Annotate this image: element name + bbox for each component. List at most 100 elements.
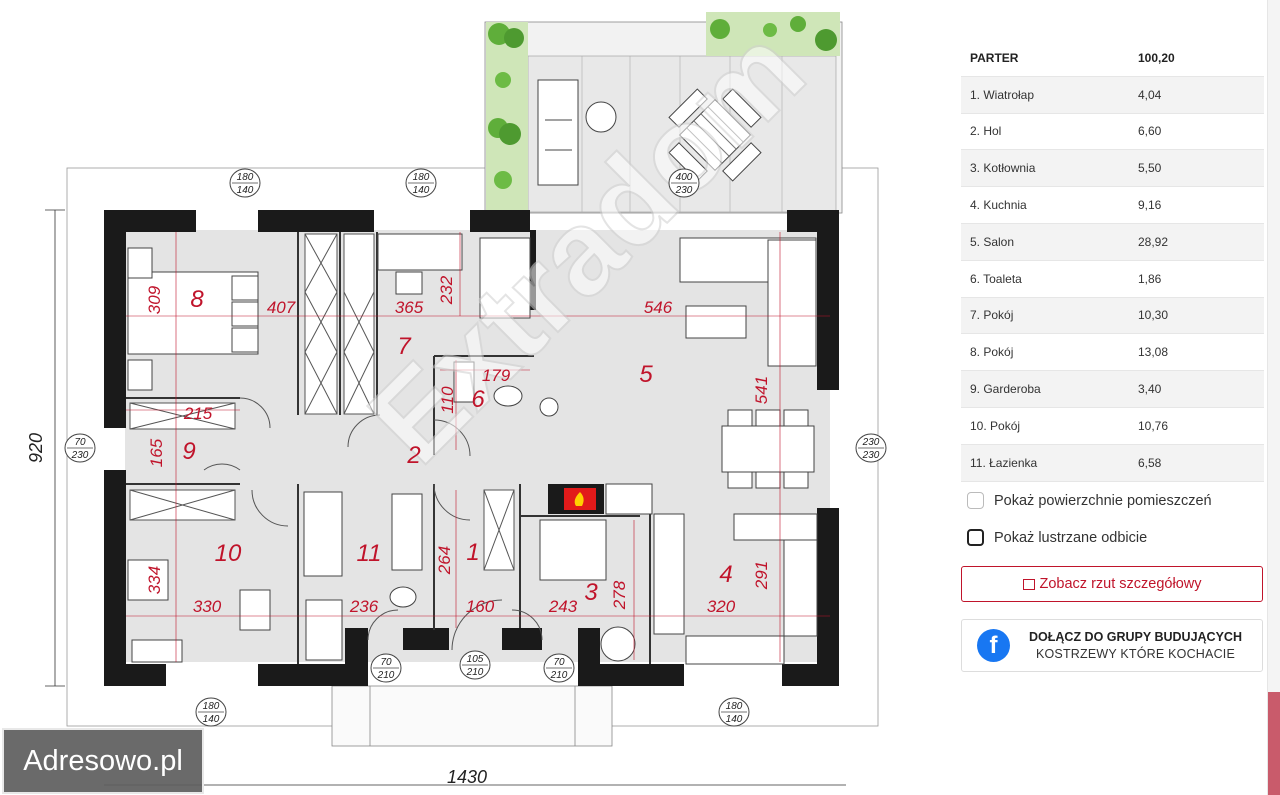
opening-tags: 1801401801404002307023023023070210105210…: [64, 168, 887, 727]
page-edge-accent: [1268, 692, 1280, 795]
tag-height: 230: [71, 450, 89, 461]
tag-height: 230: [675, 185, 693, 196]
tag-height: 210: [377, 670, 395, 681]
tag-height: 230: [862, 450, 880, 461]
room-number: 4: [719, 561, 732, 588]
dimension-label: 160: [466, 597, 495, 616]
checkbox-box[interactable]: [967, 529, 984, 546]
tag-height: 140: [726, 714, 743, 725]
room-name: 11. Łazienka: [961, 444, 1129, 482]
outer-dimension-lines: [45, 209, 846, 786]
tag-height: 210: [550, 670, 568, 681]
facebook-icon: f: [977, 629, 1010, 662]
facebook-group-button[interactable]: f DOŁĄCZ DO GRUPY BUDUJĄCYCH KOSTRZEWY K…: [961, 619, 1263, 672]
interior-walls: [126, 232, 651, 664]
plan-icon: [1022, 578, 1035, 590]
room-area: 5,50: [1129, 149, 1264, 188]
tag-width: 180: [203, 701, 220, 712]
show-areas-label: Pokaż powierzchnie pomieszczeń: [994, 492, 1212, 509]
room-name: 3. Kotłownia: [961, 149, 1129, 188]
dimension-label: 407: [267, 298, 296, 317]
door-swings: [203, 397, 543, 651]
show-areas-checkbox[interactable]: Pokaż powierzchnie pomieszczeń: [961, 492, 1212, 509]
facebook-line-2: KOSTRZEWY KTÓRE KOCHACIE: [1035, 647, 1236, 661]
dimension-label: 365: [395, 298, 424, 317]
room-name: 1. Wiatrołap: [961, 76, 1129, 114]
dimension-label: 110: [438, 386, 457, 414]
room-area: 10,30: [1129, 297, 1264, 335]
facebook-line-1: DOŁĄCZ DO GRUPY BUDUJĄCYCH: [1029, 630, 1242, 644]
room-name: 10. Pokój: [961, 407, 1129, 445]
room-area: 6,60: [1129, 113, 1264, 151]
room-name: 8. Pokój: [961, 333, 1129, 372]
dimension-label: 278: [610, 580, 629, 610]
room-number: 11: [357, 540, 382, 567]
tag-width: 180: [413, 172, 430, 183]
dimension-label: 541: [752, 376, 771, 404]
detail-plan-label: Zobacz rzut szczegółowy: [1039, 576, 1202, 592]
dimension-label: 1430: [447, 767, 487, 787]
room-name: 4. Kuchnia: [961, 186, 1129, 224]
tag-width: 400: [676, 172, 693, 183]
wardrobes: [129, 233, 515, 571]
walls: [104, 210, 839, 686]
dimension-label: 179: [482, 366, 511, 385]
room-name: 9. Garderoba: [961, 370, 1129, 408]
room-area: 4,04: [1129, 76, 1264, 114]
entrance-steps: [331, 685, 613, 747]
room-area: 3,40: [1129, 370, 1264, 408]
checkbox-box[interactable]: [967, 492, 984, 509]
room-number: 5: [639, 361, 653, 388]
room-name: 6. Toaleta: [961, 260, 1129, 298]
room-name: 2. Hol: [961, 113, 1129, 151]
room-number: 1: [466, 539, 479, 566]
tag-width: 105: [467, 654, 484, 665]
terrace: [484, 21, 843, 214]
dimension-label: 291: [752, 561, 771, 590]
room-number: 6: [471, 386, 485, 413]
detail-plan-button[interactable]: Zobacz rzut szczegółowy: [961, 566, 1263, 602]
tag-width: 70: [553, 657, 565, 668]
tag-width: 230: [862, 437, 880, 448]
dimension-label: 920: [26, 433, 46, 463]
room-area: 1,86: [1129, 260, 1264, 298]
tag-height: 140: [237, 185, 254, 196]
room-number: 2: [406, 442, 420, 469]
flame-icon: [574, 492, 584, 506]
dimension-label: 243: [548, 597, 578, 616]
dimension-label: 546: [644, 298, 673, 317]
furniture: [127, 233, 818, 665]
dimension-label: 334: [145, 566, 164, 594]
dimension-label: 232: [437, 275, 456, 305]
room-number: 9: [182, 438, 195, 465]
mirror-label: Pokaż lustrzane odbicie: [994, 529, 1148, 546]
tag-height: 210: [466, 667, 484, 678]
adresowo-badge: Adresowo.pl: [2, 728, 204, 794]
dimension-label: 320: [707, 597, 736, 616]
tag-width: 70: [380, 657, 392, 668]
mirror-checkbox[interactable]: Pokaż lustrzane odbicie: [961, 529, 1147, 546]
dimension-label: 264: [435, 546, 454, 575]
dimension-label: 330: [193, 597, 222, 616]
header-label: PARTER: [961, 40, 1129, 77]
dimension-label: 215: [183, 404, 213, 423]
